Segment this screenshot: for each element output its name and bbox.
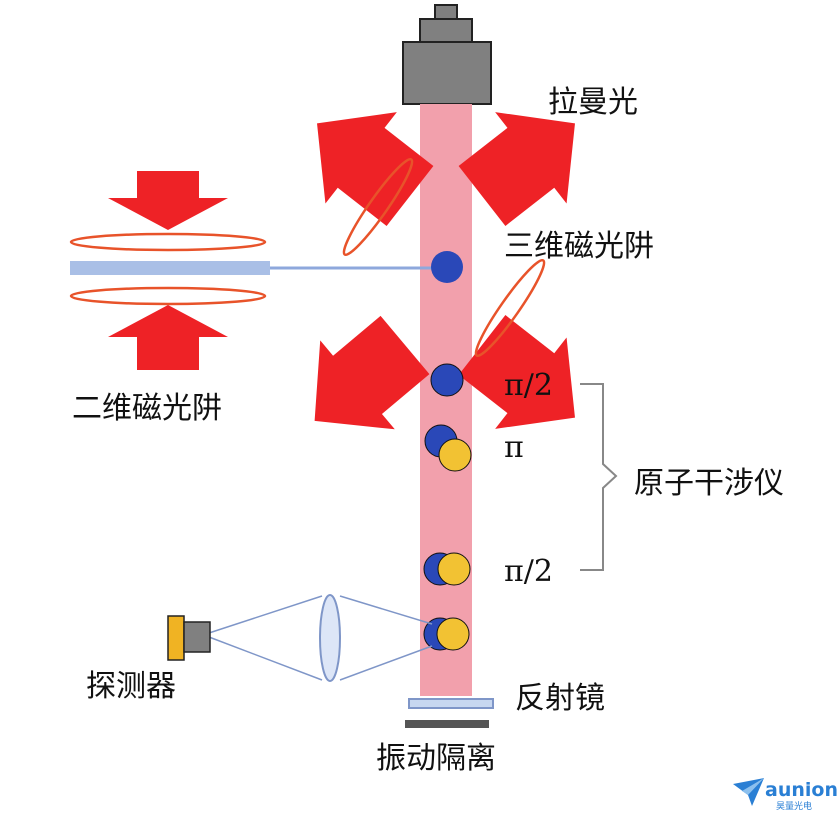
arrow-3d-upper-right: [458, 112, 575, 226]
mot-2d: [69, 171, 445, 370]
atom-pulse3: [423, 552, 471, 586]
coil-3d-lower: [474, 258, 546, 358]
interferometer-bracket: [580, 383, 618, 571]
vibration-isolation-platform: [405, 720, 489, 728]
arrow-3d-upper-left: [317, 112, 434, 226]
atom-transfer-tube: [70, 261, 270, 275]
atom-detect: [423, 617, 470, 651]
coil-3d-upper: [342, 157, 414, 257]
arrow-3d-lower-right: [458, 315, 575, 429]
label-mot-2d: 二维磁光阱: [72, 391, 222, 426]
label-pulse-2: π: [504, 430, 524, 465]
aunion-logo: aunion 昊量光电: [733, 778, 838, 812]
label-vibration-isolation: 振动隔离: [376, 741, 496, 776]
label-mirror: 反射镜: [515, 681, 605, 716]
label-raman-light: 拉曼光: [548, 85, 638, 120]
arrow-2d-down: [108, 171, 228, 230]
arrow-3d-lower-left: [314, 315, 430, 430]
arrow-2d-up: [108, 305, 228, 370]
mot-3d: [314, 112, 575, 430]
label-pulse-3: π/2: [504, 554, 553, 589]
atom-pulse1: [430, 363, 464, 397]
raman-laser: [402, 4, 492, 105]
logo-subtitle: 昊量光电: [776, 800, 812, 812]
label-detector: 探测器: [86, 669, 176, 704]
mirror: [408, 698, 494, 709]
atoms: [423, 251, 472, 651]
lens: [319, 594, 341, 682]
coil-upper: [69, 232, 267, 252]
detector: [167, 615, 211, 661]
label-interferometer: 原子干涉仪: [634, 466, 784, 501]
label-mot-3d: 三维磁光阱: [504, 229, 654, 264]
detector-optics: [208, 594, 433, 682]
atom-mot: [431, 251, 463, 283]
label-pulse-1: π/2: [504, 368, 553, 403]
raman-beam: [420, 104, 472, 696]
logo-name: aunion: [765, 779, 838, 801]
coil-lower: [69, 286, 267, 306]
atom-pulse2: [424, 424, 472, 472]
